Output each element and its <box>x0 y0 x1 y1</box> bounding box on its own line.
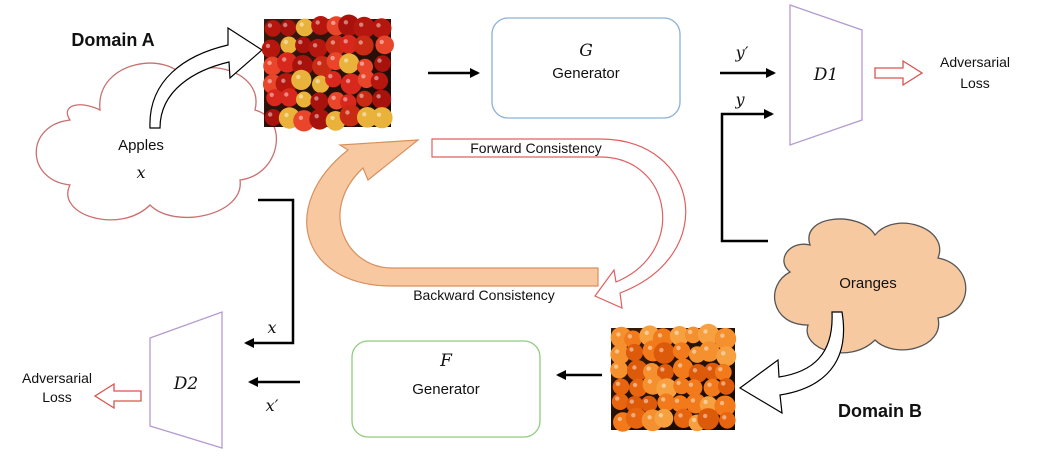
apples-var: x <box>136 163 145 182</box>
apples-image <box>261 14 395 132</box>
forward-consistency-label: Forward Consistency <box>470 140 602 156</box>
discriminator-d2 <box>149 311 223 449</box>
generator-f-label: Generator <box>412 381 480 398</box>
domain-b-title: Domain B <box>838 401 922 421</box>
d1-loss-line2: Loss <box>960 75 990 91</box>
generator-g-symbol: G <box>579 41 593 61</box>
d2-loss-arrow <box>93 382 142 410</box>
backward-consistency-label: Backward Consistency <box>413 287 555 303</box>
d1-loss-line1: Adversarial <box>940 54 1010 70</box>
edge-label-y-prime: y′ <box>735 43 749 62</box>
backward-consistency-band <box>306 139 599 287</box>
generator-f-symbol: F <box>439 351 453 371</box>
arrow-x-to-d2 <box>244 198 295 348</box>
d2-loss-line1: Adversarial <box>22 370 92 386</box>
generator-g <box>491 17 681 119</box>
d1-loss-arrow <box>874 59 924 87</box>
edge-label-x: x <box>267 318 276 337</box>
apples-label: Apples <box>118 137 164 154</box>
forward-consistency-band <box>431 138 687 309</box>
edge-label-x-prime: x′ <box>266 396 279 415</box>
domain-a-title: Domain A <box>71 30 154 50</box>
domain-b-cloud <box>774 218 967 354</box>
oranges-image <box>610 323 737 432</box>
edge-label-y: y <box>734 90 745 109</box>
d2-loss-line2: Loss <box>42 389 72 405</box>
discriminator-d2-label: D2 <box>173 374 198 394</box>
domain-b-sample-arrow <box>738 311 845 415</box>
arrow-y-to-d1 <box>720 109 774 243</box>
generator-f <box>351 340 541 438</box>
discriminator-d1-label: D1 <box>813 65 838 85</box>
oranges-label: Oranges <box>839 275 897 292</box>
discriminator-d1 <box>789 4 863 146</box>
generator-g-label: Generator <box>552 65 620 82</box>
